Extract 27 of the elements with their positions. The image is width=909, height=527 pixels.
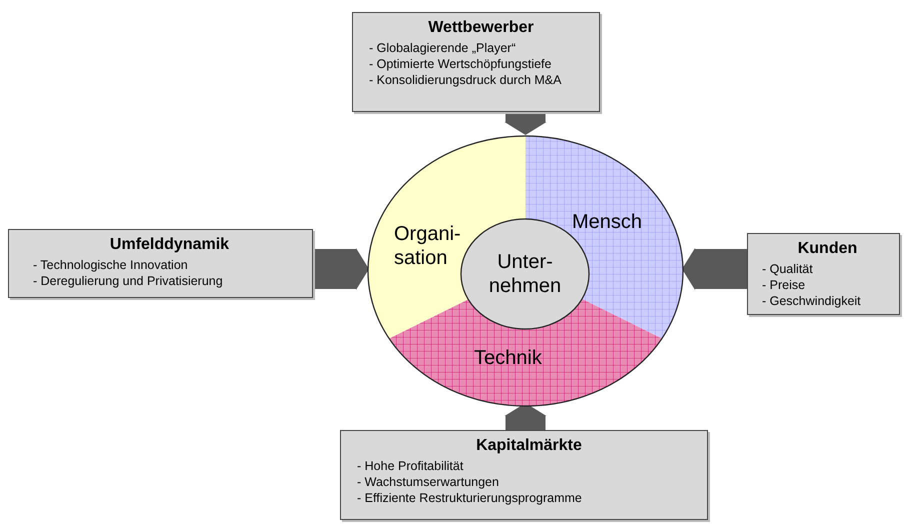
bullet-item: - Hohe Profitabilität: [357, 458, 464, 474]
bullet-item: - Qualität: [762, 261, 813, 277]
segment-label: Organi- sation: [394, 222, 462, 270]
box-heading: Kapitalmärkte: [476, 437, 582, 455]
segment-label: Mensch: [572, 210, 644, 234]
bullet-item: - Deregulierung und Privatisierung: [33, 273, 223, 289]
bullet-item: - Optimierte Wertschöpfungstiefe: [369, 56, 552, 72]
circle-diagram: [368, 134, 683, 404]
block-arrow: [682, 248, 747, 290]
block-arrow: [313, 248, 369, 290]
segment-label: Technik: [474, 346, 543, 370]
bullet-item: - Konsolidierungsdruck durch M&A: [369, 72, 562, 88]
bullet-item: - Globalagierende „Player“: [369, 40, 516, 56]
info-box: [340, 430, 708, 520]
bullet-item: - Effiziente Restrukturierungsprogramme: [357, 490, 582, 506]
bullet-item: - Preise: [762, 277, 806, 293]
info-box: [352, 12, 600, 112]
box-heading: Kunden: [798, 240, 858, 258]
box-heading: Wettbewerber: [428, 19, 534, 37]
bullet-item: - Geschwindigkeit: [762, 293, 861, 309]
bullet-item: - Technologische Innovation: [33, 257, 188, 273]
box-heading: Umfelddynamik: [110, 236, 230, 254]
center-label: Unter- nehmen: [488, 250, 562, 298]
block-arrow: [504, 112, 546, 135]
bullet-item: - Wachstumserwartungen: [357, 474, 499, 490]
info-box: [747, 233, 900, 315]
info-box: [8, 229, 313, 298]
